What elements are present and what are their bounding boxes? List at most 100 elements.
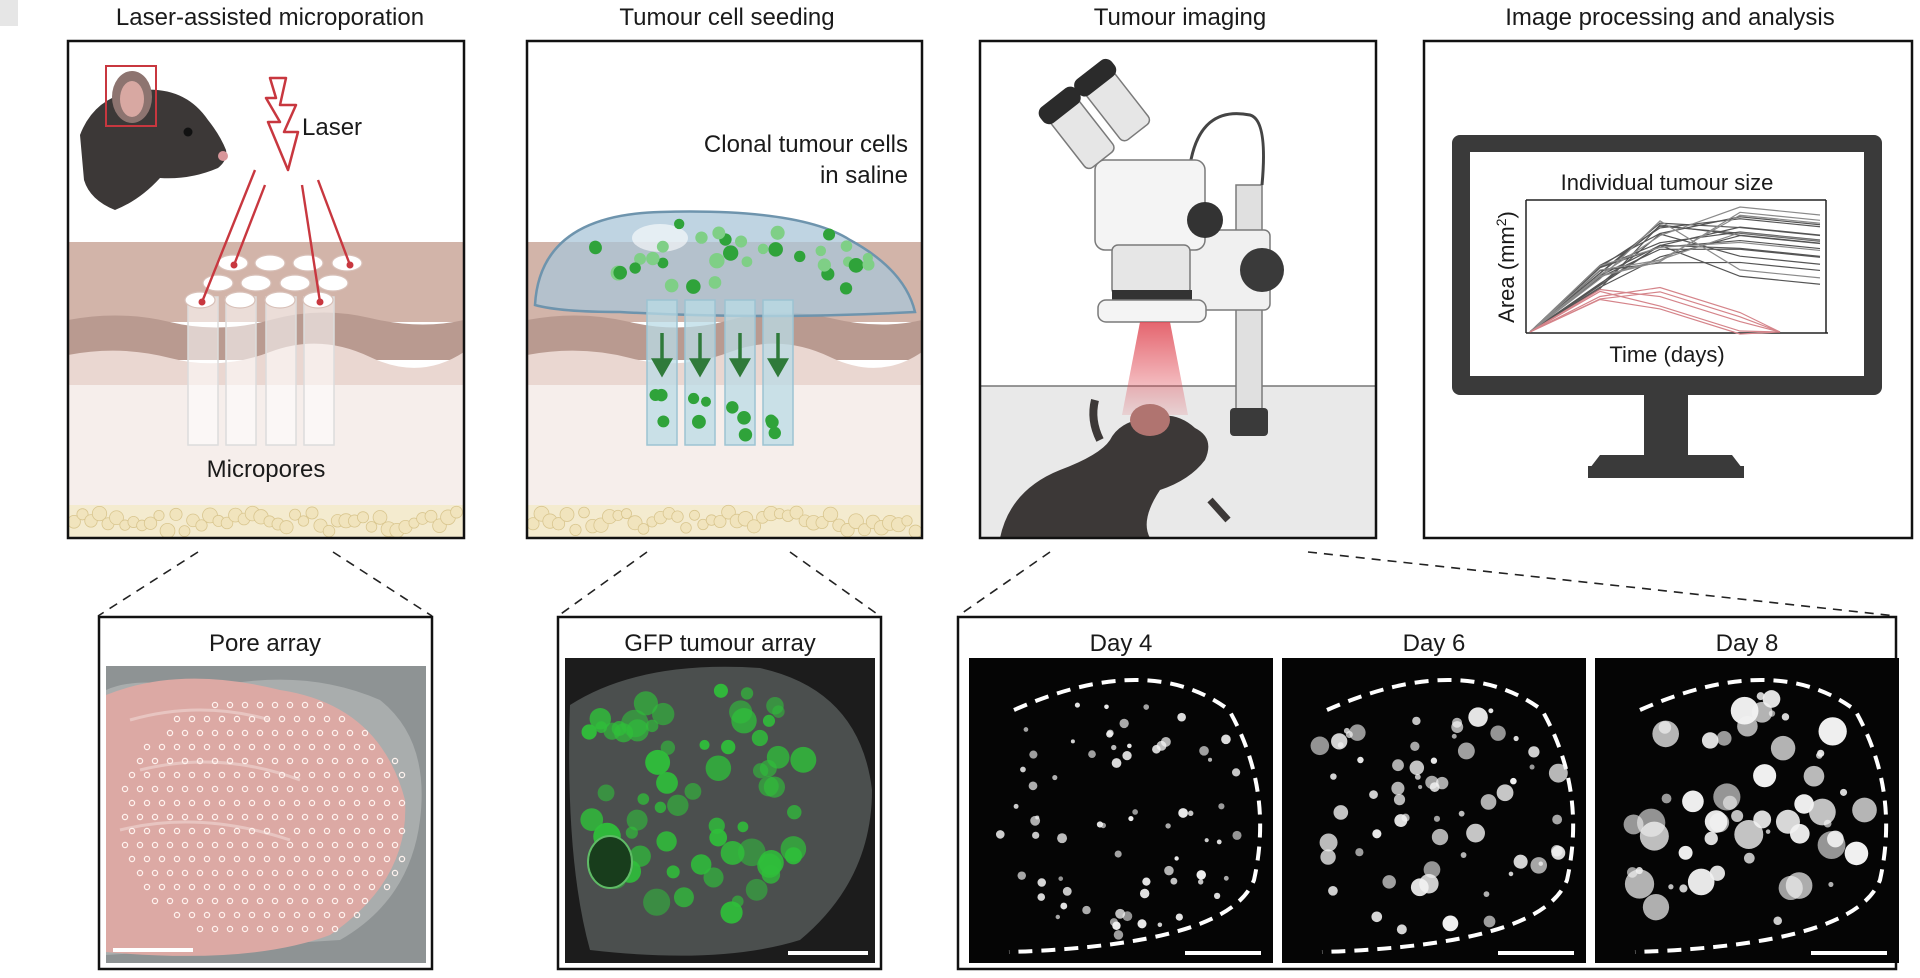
pore bbox=[241, 813, 249, 821]
cells-label-line2: in saline bbox=[820, 162, 908, 189]
tumour-spot bbox=[1369, 790, 1378, 799]
tumour-spot bbox=[1679, 884, 1688, 893]
pore bbox=[158, 855, 166, 863]
pore bbox=[218, 883, 226, 891]
pore bbox=[361, 897, 369, 905]
pore bbox=[271, 785, 279, 793]
pore bbox=[136, 785, 144, 793]
gfp-tumour bbox=[580, 808, 604, 832]
tumour-cell bbox=[657, 257, 669, 269]
gfp-tumour bbox=[757, 853, 782, 878]
tumour-cell bbox=[757, 243, 769, 255]
pore bbox=[248, 827, 256, 835]
pore bbox=[331, 757, 339, 765]
tumour-spot bbox=[1111, 758, 1122, 768]
tumour-cell bbox=[848, 257, 864, 273]
tumour-spot bbox=[1548, 763, 1568, 783]
fat-cell bbox=[289, 508, 301, 521]
pore bbox=[368, 827, 376, 835]
tumour-cell bbox=[673, 218, 685, 230]
pore bbox=[331, 897, 339, 905]
pore bbox=[346, 841, 354, 849]
gfp-tumour bbox=[699, 739, 710, 750]
tumour-spot bbox=[1030, 815, 1041, 826]
pore bbox=[188, 743, 196, 751]
pore bbox=[323, 883, 331, 891]
tumour-spot bbox=[1062, 886, 1072, 896]
pore bbox=[338, 883, 346, 891]
fat-cell bbox=[637, 523, 650, 535]
gfp-tumour bbox=[752, 763, 769, 779]
pore bbox=[338, 799, 346, 807]
fat-cell bbox=[159, 522, 176, 539]
ear-outline bbox=[1008, 678, 1263, 954]
pore bbox=[361, 841, 369, 849]
gfp-tumour bbox=[652, 702, 675, 726]
pore bbox=[173, 855, 181, 863]
tumour-spot bbox=[1709, 865, 1725, 881]
panel-frame-seeding bbox=[525, 39, 924, 540]
pore bbox=[353, 855, 361, 863]
pore bbox=[316, 701, 324, 709]
tumour-spot bbox=[1816, 752, 1823, 759]
gfp-tumour bbox=[581, 724, 597, 740]
pore bbox=[383, 799, 391, 807]
pore bbox=[308, 715, 316, 723]
pore bbox=[218, 855, 226, 863]
pore bbox=[398, 799, 406, 807]
gfp-tumour bbox=[666, 865, 680, 879]
pore-openings bbox=[184, 254, 363, 309]
tumour-spot bbox=[1530, 857, 1548, 874]
fat-cell bbox=[901, 515, 913, 527]
pore bbox=[173, 911, 181, 919]
day-label: Day 8 bbox=[1716, 630, 1779, 657]
gfp-tumour bbox=[643, 888, 671, 916]
pore bbox=[286, 869, 294, 877]
pore bbox=[203, 799, 211, 807]
pore bbox=[218, 771, 226, 779]
pore bbox=[173, 799, 181, 807]
pore bbox=[256, 925, 264, 933]
gfp-tumour bbox=[645, 749, 671, 775]
pore bbox=[301, 757, 309, 765]
fat-cell bbox=[279, 520, 294, 535]
pore bbox=[218, 743, 226, 751]
pore bbox=[278, 743, 286, 751]
tumour-regression-line bbox=[1529, 286, 1781, 333]
tumour-spot bbox=[1652, 720, 1680, 748]
tumour-spot bbox=[1552, 814, 1563, 825]
pore bbox=[121, 841, 129, 849]
tumour-cell bbox=[655, 388, 668, 402]
pore bbox=[271, 925, 279, 933]
pore-dots bbox=[121, 701, 406, 933]
tumour-spot bbox=[1410, 741, 1420, 751]
gfp-tumour bbox=[637, 793, 650, 805]
pore bbox=[331, 925, 339, 933]
pore bbox=[248, 855, 256, 863]
tumour-spot bbox=[1393, 794, 1406, 806]
pore bbox=[136, 869, 144, 877]
pore bbox=[263, 883, 271, 891]
pore bbox=[376, 813, 384, 821]
tumour-spot bbox=[1704, 831, 1718, 846]
pore bbox=[218, 911, 226, 919]
tumour-spot bbox=[1817, 831, 1846, 860]
gfp-tumour bbox=[738, 838, 766, 867]
pore bbox=[293, 715, 301, 723]
tumour-cell bbox=[726, 401, 739, 414]
tumour-growth-line bbox=[1529, 206, 1821, 333]
tumour-spot bbox=[1157, 922, 1163, 928]
pore bbox=[166, 729, 174, 737]
pore bbox=[143, 771, 151, 779]
tumour-cell bbox=[768, 426, 781, 440]
tumour-spot bbox=[1174, 856, 1179, 861]
pore bbox=[173, 883, 181, 891]
pore bbox=[241, 925, 249, 933]
pore bbox=[301, 785, 309, 793]
pore bbox=[188, 827, 196, 835]
tumour-spot bbox=[1187, 810, 1194, 816]
pore bbox=[361, 869, 369, 877]
tumour-growth-line bbox=[1529, 225, 1821, 333]
pore bbox=[256, 785, 264, 793]
pore bbox=[218, 799, 226, 807]
